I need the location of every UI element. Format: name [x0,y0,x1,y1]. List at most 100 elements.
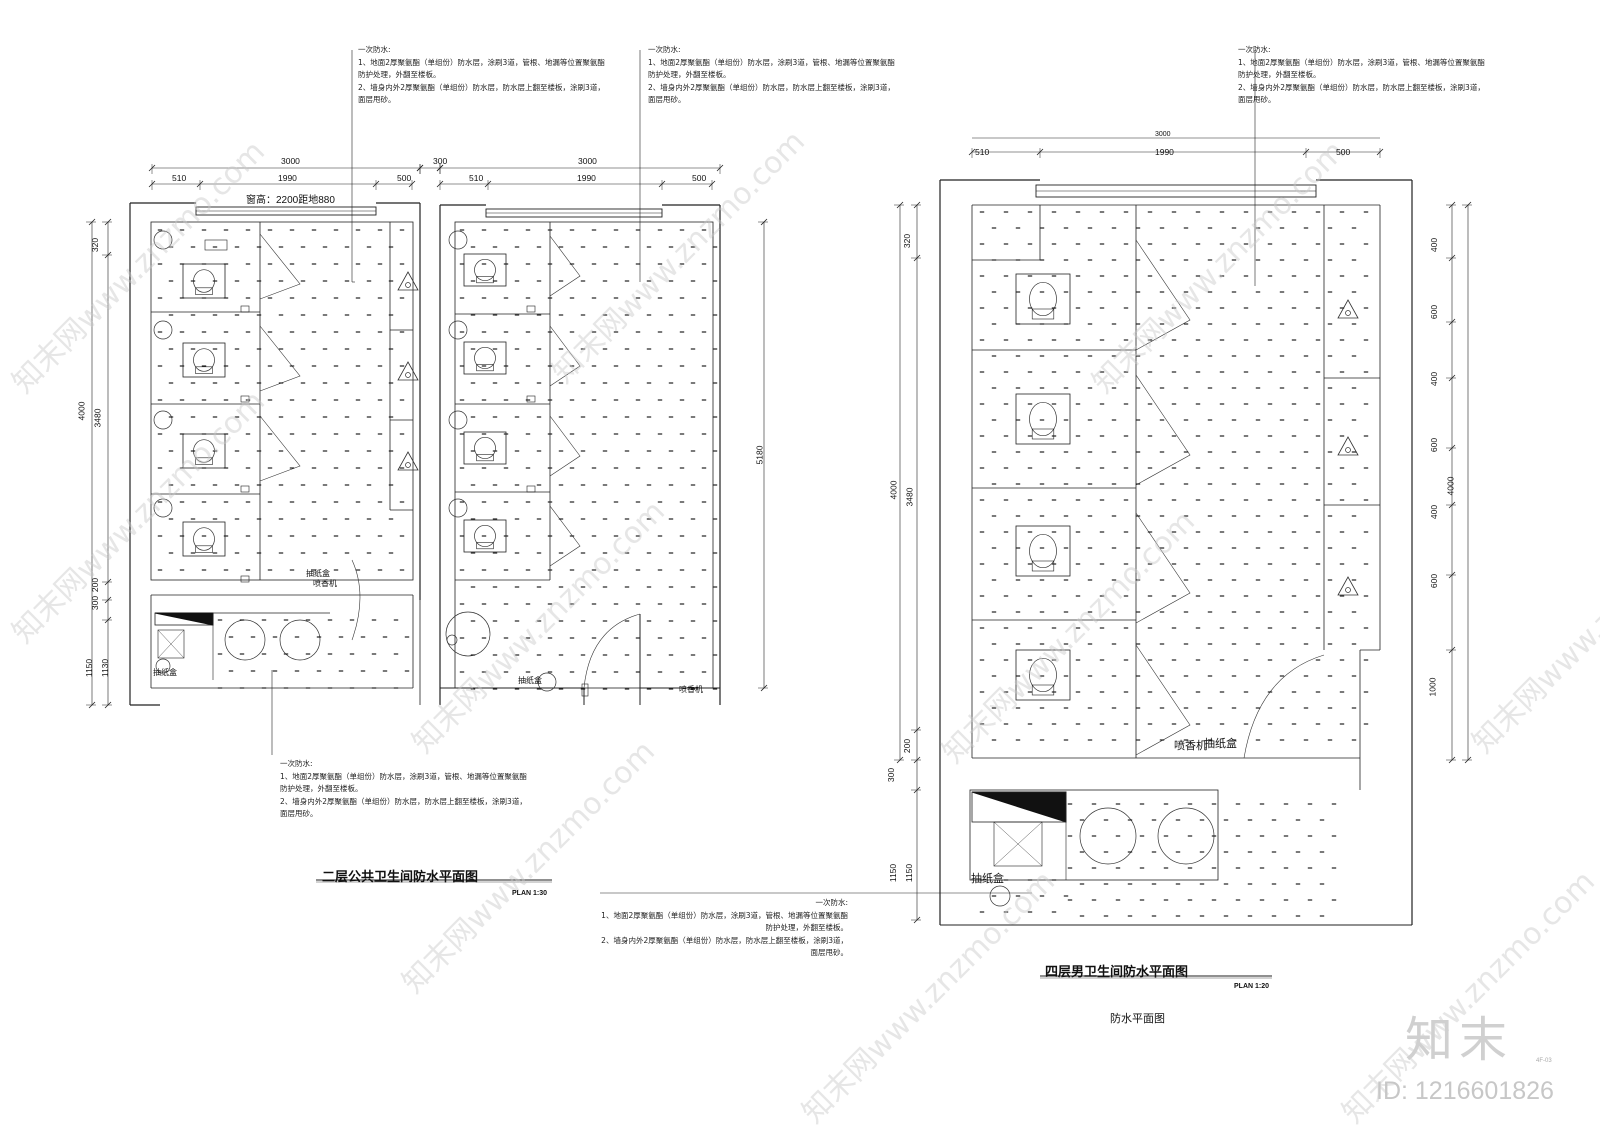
urinal-icon [1337,436,1359,456]
stall-door [1135,644,1191,756]
vanity-mirror [971,791,1067,823]
dim-300: 300 [90,595,101,611]
squat-toilet-icon [476,276,494,284]
dim-320: 320 [90,237,101,253]
door-jamb [581,683,589,697]
dim4-r400: 400 [1429,237,1440,253]
mop-sink [993,821,1043,867]
squat-toilet-icon [1029,281,1057,317]
paper-box-icon [526,305,536,313]
squat-toilet-icon [195,287,213,295]
mop-sink [157,629,185,659]
dim4-r1000: 1000 [1427,677,1438,697]
squat-toilet-icon [1031,684,1055,696]
dim-510: 510 [172,173,187,183]
label4-paper-box: 抽纸盒 [1204,737,1237,750]
label-paper-box-3: 抽纸盒 [518,676,542,685]
floor-drain [153,320,173,340]
squat-toilet-icon [474,436,496,460]
urinal-icon [397,271,419,291]
dim4-r600b: 600 [1429,437,1440,453]
urinal-icon [405,372,411,378]
squat-toilet-icon [476,454,494,462]
squat-toilet-icon [195,366,213,374]
label-fragrance: 喷香机 [313,579,337,588]
stall-door [259,415,301,482]
plan2-scale: PLAN 1:30 [512,890,548,897]
dim-1990-b: 1990 [577,173,596,183]
squat-toilet-icon [193,269,215,293]
dim-4000: 4000 [76,401,87,421]
sink-icon [1079,807,1137,865]
inner-wall [150,221,414,581]
urinal-icon [1345,587,1351,593]
urinal-icon [405,462,411,468]
dim-1990: 1990 [278,173,297,183]
squat-toilet-icon [195,545,213,553]
label-paper-box-2: 抽纸盒 [153,668,177,677]
floor-drain [446,634,458,646]
dim-200: 200 [90,577,101,593]
squat-toilet-icon [182,433,226,469]
dim4-1150-b: 1150 [904,863,915,883]
floor-drain [537,672,557,692]
squat-toilet-icon [193,527,215,551]
urinal-icon [397,451,419,471]
floor-drain [155,658,171,674]
dim4-1990: 1990 [1155,147,1174,157]
plan4-scale: PLAN 1:20 [1234,983,1270,990]
squat-toilet-icon [1015,393,1071,445]
paper-box-icon [526,395,536,403]
dim4-r400b: 400 [1429,371,1440,387]
floor-drain [989,885,1011,907]
paper-box-icon [240,305,250,313]
urinal-icon [1345,447,1351,453]
dim4-500: 500 [1336,147,1351,157]
squat-toilet-icon [193,439,215,463]
waterproof-note-2: 一次防水: 1、地面2厚聚氨酯（单组份）防水层，涂刷3道，管根、地漏等位置聚氨酯… [648,45,895,104]
dim4-1150: 1150 [888,863,899,883]
squat-toilet-icon [1015,649,1071,701]
dim-3480: 3480 [92,408,103,428]
dim4-r4000: 4000 [1445,476,1456,496]
paper-box-icon [240,395,250,403]
inner-wall [454,221,714,689]
sheet-tag: 4F-03 [1536,1058,1552,1064]
stall-door [259,233,301,300]
sink-icon [224,619,266,661]
floor-drain [153,498,173,518]
floor-drain [448,320,468,340]
dim4-r400c: 400 [1429,504,1440,520]
door-swing [351,559,361,641]
paper-box-icon [526,485,536,493]
sink-icon [279,619,321,661]
squat-toilet-icon [1031,428,1055,440]
dim4-3480: 3480 [904,487,915,507]
plan2-title: 二层公共卫生间防水平面图 [322,870,479,885]
dim-5180: 5180 [754,445,765,465]
stall-door [549,415,581,477]
stall-door [1135,239,1191,351]
dim4-300: 300 [886,767,897,783]
window-note: 窗高：2200距地880 [246,195,335,206]
waterproof-note-3: 一次防水: 1、地面2厚聚氨酯（单组份）防水层，涂刷3道，管根、地漏等位置聚氨酯… [1238,45,1485,104]
dim-300-mid: 300 [433,156,448,166]
squat-toilet-icon [463,431,507,465]
stall-door [1135,512,1191,624]
urinal-icon [1337,299,1359,319]
soap-dispenser [204,239,228,251]
dim4-320: 320 [902,233,913,249]
door-swing [583,613,641,689]
dim4-200: 200 [902,738,913,754]
floor-drain [153,410,173,430]
stall-door [549,505,581,567]
squat-toilet-icon [476,364,494,372]
dim-3000-left: 3000 [281,156,300,166]
stall-door [549,235,581,297]
urinal-icon [405,282,411,288]
dim-1130: 1130 [100,658,111,678]
label-fragrance-2: 喷香机 [679,685,703,694]
paper-box-icon [240,575,250,583]
squat-toilet-icon [193,348,215,372]
